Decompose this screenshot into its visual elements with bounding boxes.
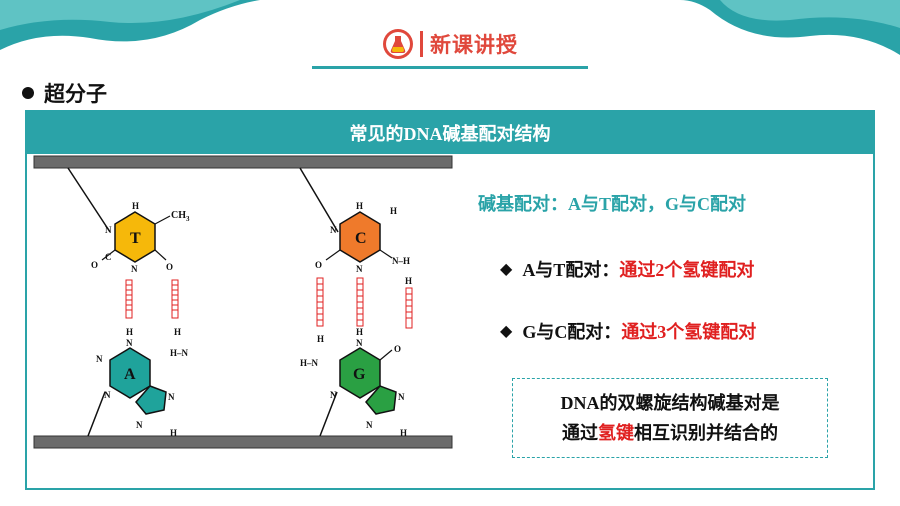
svg-text:N: N [96,354,103,364]
svg-text:H: H [174,327,181,337]
svg-text:H: H [132,201,139,211]
svg-text:O: O [91,260,98,270]
svg-text:N: N [366,420,373,430]
svg-text:N: N [356,264,363,274]
svg-text:H–N: H–N [300,358,319,368]
svg-text:N: N [105,225,112,235]
svg-text:H: H [317,334,324,344]
svg-text:N: N [104,390,111,400]
header-title: 新课讲授 [430,33,518,57]
diamond-bullet-icon: ◆ [500,261,513,278]
panel-title-bar: 常见的DNA碱基配对结构 [27,112,873,154]
svg-text:H–N: H–N [170,348,189,358]
svg-text:H: H [390,206,397,216]
svg-text:N: N [136,420,143,430]
pairing-summary: 碱基配对：A与T配对，G与C配对 [478,194,747,214]
adenine-ring [109,347,151,399]
guanine-five-ring [365,385,397,415]
bullet-bond-count: 通过2个氢键配对 [619,260,755,280]
bullet-at-pairing: ◆ A与T配对： 通过2个氢键配对 [500,256,754,282]
bullet-gc-pairing: ◆ G与C配对： 通过3个氢键配对 [500,318,756,344]
cytosine-ring [339,211,381,263]
conclusion-box: DNA的双螺旋结构碱基对是 通过氢键相互识别并结合的 [512,378,828,458]
bullet-pair-label: A与T配对： [522,260,620,280]
panel-title: 常见的DNA碱基配对结构 [349,124,551,144]
svg-text:N: N [126,338,133,348]
adenine-five-ring [135,385,167,415]
dna-base-pair-diagram: T CH3 H N N C O O C H H N N N–H H O [33,155,453,449]
top-right-corner-decoration [680,0,900,55]
bottom-backbone [33,435,453,449]
svg-text:N: N [398,392,405,402]
svg-text:O: O [315,260,322,270]
svg-text:C: C [105,252,112,262]
svg-text:CH3: CH3 [171,210,190,223]
svg-text:N: N [131,264,138,274]
top-backbone [33,155,453,169]
svg-text:N: N [330,225,337,235]
svg-text:H: H [405,276,412,286]
hbond-cg-3 [405,287,413,329]
section-heading: 超分子 [22,80,107,106]
svg-text:N: N [356,338,363,348]
top-left-corner-decoration [0,0,260,50]
bullet-pair-label: G与C配对： [522,322,622,342]
hbond-cg-1 [316,277,324,327]
svg-text:H: H [356,201,363,211]
section-heading-text: 超分子 [44,82,107,106]
header-underline [312,66,588,69]
bullet-dot [22,87,34,99]
bullet-bond-count: 通过3个氢键配对 [621,322,757,342]
hydrogen-bond-highlight: 氢键 [598,423,634,443]
svg-text:O: O [394,344,401,354]
thymine-label: T [130,230,141,247]
diamond-bullet-icon: ◆ [500,323,513,340]
guanine-label: G [353,366,366,383]
page-header: 新课讲授 [360,26,540,62]
svg-text:N: N [330,390,337,400]
header-divider [420,31,423,57]
hbond-ta-1 [125,279,133,319]
svg-text:N–H: N–H [392,256,410,266]
adenine-label: A [124,366,136,383]
svg-text:H: H [126,327,133,337]
svg-text:O: O [166,262,173,272]
svg-text:H: H [170,428,177,438]
hbond-ta-2 [171,279,179,319]
hbond-cg-2 [356,277,364,327]
conclusion-line-1: DNA的双螺旋结构碱基对是 [560,393,780,413]
flask-icon [383,29,413,59]
svg-text:H: H [356,327,363,337]
svg-text:H: H [400,428,407,438]
conclusion-line-2: 通过氢键相互识别并结合的 [562,423,778,443]
cytosine-label: C [355,230,367,247]
svg-text:N: N [168,392,175,402]
